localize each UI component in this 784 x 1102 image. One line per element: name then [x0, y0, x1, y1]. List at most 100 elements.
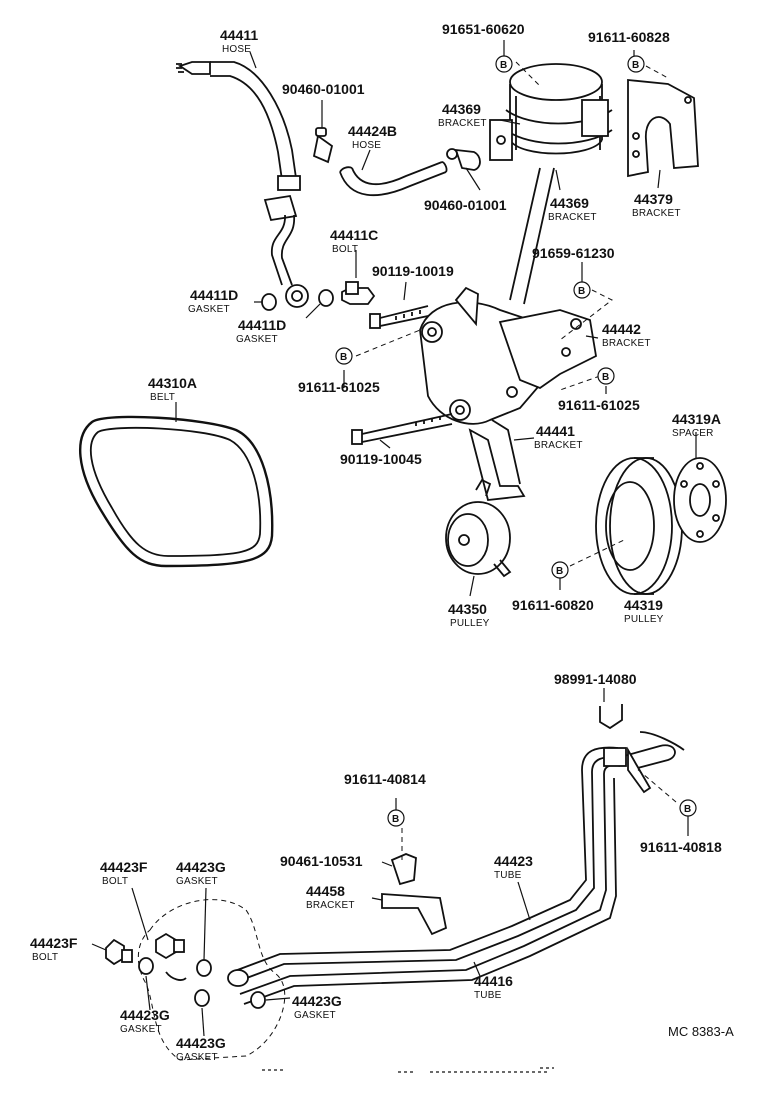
bolt-marker-icon: B [627, 55, 645, 73]
part-name-44423g-bottom: GASKET [176, 1052, 218, 1063]
leader-lines [91, 40, 697, 1037]
bolt-marker-icon: B [335, 347, 353, 365]
part-number-90461-10531: 90461-10531 [280, 853, 363, 869]
bolt-marker-icon: B [495, 55, 513, 73]
part-number-91611-40818: 91611-40818 [640, 839, 722, 855]
part-number-44369-lower: 44369 [550, 195, 589, 211]
clip-98991-drawing [599, 704, 623, 730]
part-number-44423f-lower: 44423F [30, 935, 78, 951]
part-number-44416: 44416 [474, 973, 513, 989]
part-number-91659-61230: 91659-61230 [532, 245, 615, 261]
part-name-44458: BRACKET [306, 900, 355, 911]
part-number-44319: 44319 [624, 597, 663, 613]
part-number-91611-61025-right: 91611-61025 [558, 397, 640, 413]
part-number-44310a: 44310A [148, 375, 197, 391]
part-name-44319: PULLEY [624, 614, 664, 625]
part-number-98991-14080: 98991-14080 [554, 671, 637, 687]
part-name-44424b: HOSE [352, 140, 381, 151]
svg-text:B: B [684, 804, 691, 815]
part-number-44319a: 44319A [672, 411, 721, 427]
svg-text:B: B [602, 372, 609, 383]
part-name-44441: BRACKET [534, 440, 583, 451]
part-number-44423g-right: 44423G [292, 993, 342, 1009]
part-number-44411c: 44411C [330, 227, 378, 243]
part-number-44350: 44350 [448, 601, 487, 617]
part-name-44423g-upper: GASKET [176, 876, 218, 887]
part-number-90119-10019: 90119-10019 [372, 263, 454, 279]
part-name-44319a: SPACER [672, 428, 714, 439]
hose-44424b-drawing [339, 161, 448, 197]
bolt-marker-icon: B [387, 809, 405, 827]
part-name-44423: TUBE [494, 870, 522, 881]
diagram-reference-code: MC 8383-A [668, 1024, 734, 1039]
part-name-44411c: BOLT [332, 244, 358, 255]
part-number-44411d-left: 44411D [190, 287, 238, 303]
part-name-44310a: BELT [150, 392, 175, 403]
part-name-44411d-right: GASKET [236, 334, 278, 345]
part-number-44423: 44423 [494, 853, 533, 869]
svg-text:B: B [500, 60, 507, 71]
bracket-44379-drawing [627, 79, 699, 178]
bolt-gasket-group-drawing [261, 281, 376, 311]
svg-text:B: B [392, 814, 399, 825]
bolt-marker-icon: B [551, 561, 569, 579]
part-number-44411: 44411 [220, 27, 258, 43]
part-number-91611-61025-left: 91611-61025 [298, 379, 380, 395]
part-number-91611-40814: 91611-40814 [344, 771, 426, 787]
part-number-90460-01001-top: 90460-01001 [282, 81, 365, 97]
pump-outline-drawing [137, 899, 286, 1061]
part-name-44423f-upper: BOLT [102, 876, 128, 887]
belt-44310a-drawing [79, 415, 274, 568]
part-number-44441: 44441 [536, 423, 575, 439]
part-number-91611-60828: 91611-60828 [588, 29, 670, 45]
bolt-markers: B B B B B B B B [335, 55, 697, 827]
svg-text:B: B [632, 60, 639, 71]
part-name-44411d-left: GASKET [188, 304, 230, 315]
part-number-44369-upper: 44369 [442, 101, 481, 117]
part-number-90460-01001-mid: 90460-01001 [424, 197, 507, 213]
part-name-44379: BRACKET [632, 208, 681, 219]
part-name-44369-upper: BRACKET [438, 118, 487, 129]
reservoir-bracket-44369-drawing [489, 63, 613, 305]
svg-text:B: B [556, 566, 563, 577]
part-name-44442: BRACKET [602, 338, 651, 349]
part-name-44369-lower: BRACKET [548, 212, 597, 223]
part-number-44442: 44442 [602, 321, 641, 337]
part-number-44458: 44458 [306, 883, 345, 899]
part-name-44411: HOSE [222, 44, 251, 55]
pulley-44319-drawing [595, 457, 727, 595]
scan-marks [262, 1067, 554, 1073]
part-number-91611-60820: 91611-60820 [512, 597, 594, 613]
part-number-44423g-upper: 44423G [176, 859, 226, 875]
part-name-44423f-lower: BOLT [32, 952, 58, 963]
bolt-marker-icon: B [573, 281, 591, 299]
part-number-44379: 44379 [634, 191, 673, 207]
part-name-44423g-right: GASKET [294, 1010, 336, 1021]
bolt-marker-icon: B [597, 367, 615, 385]
part-number-44423g-left: 44423G [120, 1007, 170, 1023]
tube-lines-drawing [227, 731, 685, 1005]
pump-assembly-drawing [419, 286, 597, 501]
bracket-44458-drawing [381, 853, 448, 936]
part-number-44424b: 44424B [348, 123, 397, 139]
bolts-90119-drawing [351, 305, 453, 445]
part-number-90119-10045: 90119-10045 [340, 451, 422, 467]
hose-44411-drawing [176, 61, 309, 308]
part-name-44416: TUBE [474, 990, 502, 1001]
part-name-44423g-left: GASKET [120, 1024, 162, 1035]
svg-text:B: B [340, 352, 347, 363]
part-number-44423f-upper: 44423F [100, 859, 148, 875]
dashed-guides [355, 61, 677, 864]
part-number-44411d-right: 44411D [238, 317, 286, 333]
part-name-44350: PULLEY [450, 618, 490, 629]
svg-text:B: B [578, 286, 585, 297]
clamp-90460-drawing [312, 127, 481, 171]
part-number-91651-60620: 91651-60620 [442, 21, 525, 37]
bolt-marker-icon: B [679, 799, 697, 817]
pulley-44350-drawing [445, 478, 512, 578]
fittings-bottom-drawing [105, 932, 266, 1009]
part-number-44423g-bottom: 44423G [176, 1035, 226, 1051]
